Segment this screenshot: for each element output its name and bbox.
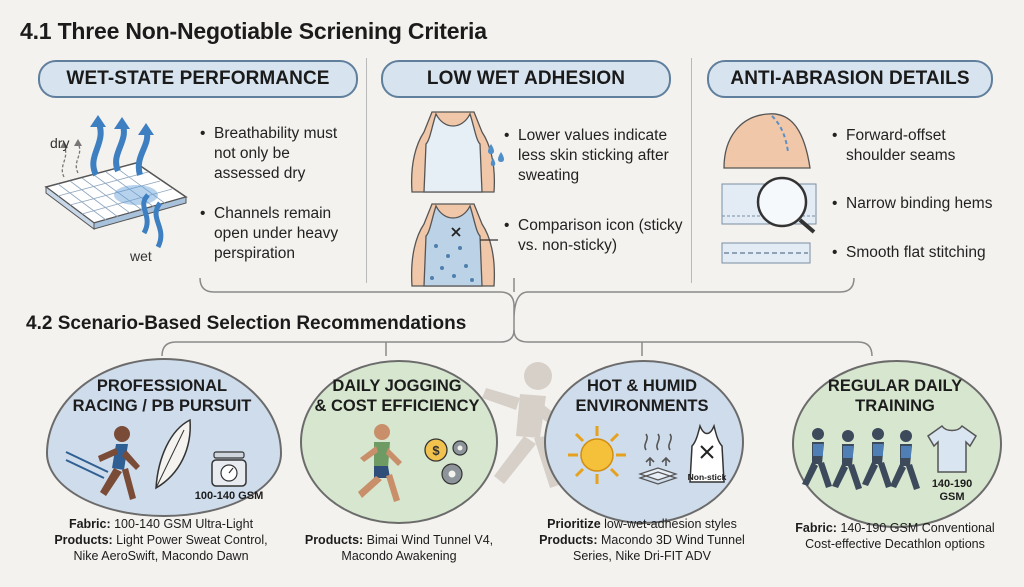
bullet-lower-values: •Lower values indicate less skin stickin… [504,127,669,184]
bullet-flat-stitching: •Smooth flat stitching [832,244,986,261]
column-divider [691,58,692,283]
dry-tank-top-icon [410,111,496,193]
shoulder-seam-icon [723,113,811,169]
scenario-circle-professional-racing [46,358,282,517]
pill-anti-abrasion-details: ANTI-ABRASION DETAILS [707,60,993,98]
coin-gears-icon: $ [424,438,468,485]
flat-stitch-icon [721,242,811,264]
caption-hot-humid: Prioritize low-wet-adhesion styles Produ… [539,517,745,563]
feather-icon [155,418,191,490]
scenario-title-daily-jogging: DAILY JOGGING& COST EFFICIENCY [314,377,480,415]
pill-low-wet-adhesion: LOW WET ADHESION [381,60,671,98]
sun-icon [568,426,626,484]
section-title-scenarios: 4.2 Scenario-Based Selection Recommendat… [26,313,467,334]
column-divider [366,58,367,283]
heat-fabric-icon [638,433,678,485]
bullet-channels-open: •Channels remain open under heavy perspi… [200,205,339,262]
caption-professional-racing: Fabric: 100-140 GSM Ultra-Light Products… [54,517,268,563]
tshirt-icon [927,424,977,473]
label-dry: dry [50,135,70,151]
scale-icon [211,451,247,487]
label-wet: wet [130,248,152,264]
caption-regular-training: Fabric: 140-190 GSM Conventional Cost-ef… [795,521,995,551]
caption-daily-jogging: Products: Bimai Wind Tunnel V4, Macondo … [304,533,494,563]
bullet-binding-hems: •Narrow binding hems [832,195,993,212]
runner-finish-line-icon [65,426,140,500]
svg-text:$: $ [432,443,440,458]
fabric-airflow-icon [44,115,188,249]
pill-wet-state-performance: WET-STATE PERFORMANCE [38,60,358,98]
badge-non-stick: Non-stick [687,472,727,482]
runners-group-icon [802,428,920,490]
bullet-breathability: •Breathability must not only be assessed… [200,125,338,182]
jogger-icon [358,424,402,502]
bullet-shoulder-seams: •Forward-offset shoulder seams [832,127,956,164]
scenario-circle-daily-jogging [300,360,498,524]
binding-hem-magnifier-icon [721,176,817,234]
section-title-criteria: 4.1 Three Non-Negotiable Scriening Crite… [20,18,487,44]
sweaty-tank-top-icon [410,203,498,287]
bullet-comparison-icon: •Comparison icon (sticky vs. non-sticky) [504,217,683,254]
badge-100-140-gsm: 100-140 GSM [194,490,264,502]
non-stick-tank-icon [689,423,725,483]
sweat-drops-icon [488,144,504,166]
